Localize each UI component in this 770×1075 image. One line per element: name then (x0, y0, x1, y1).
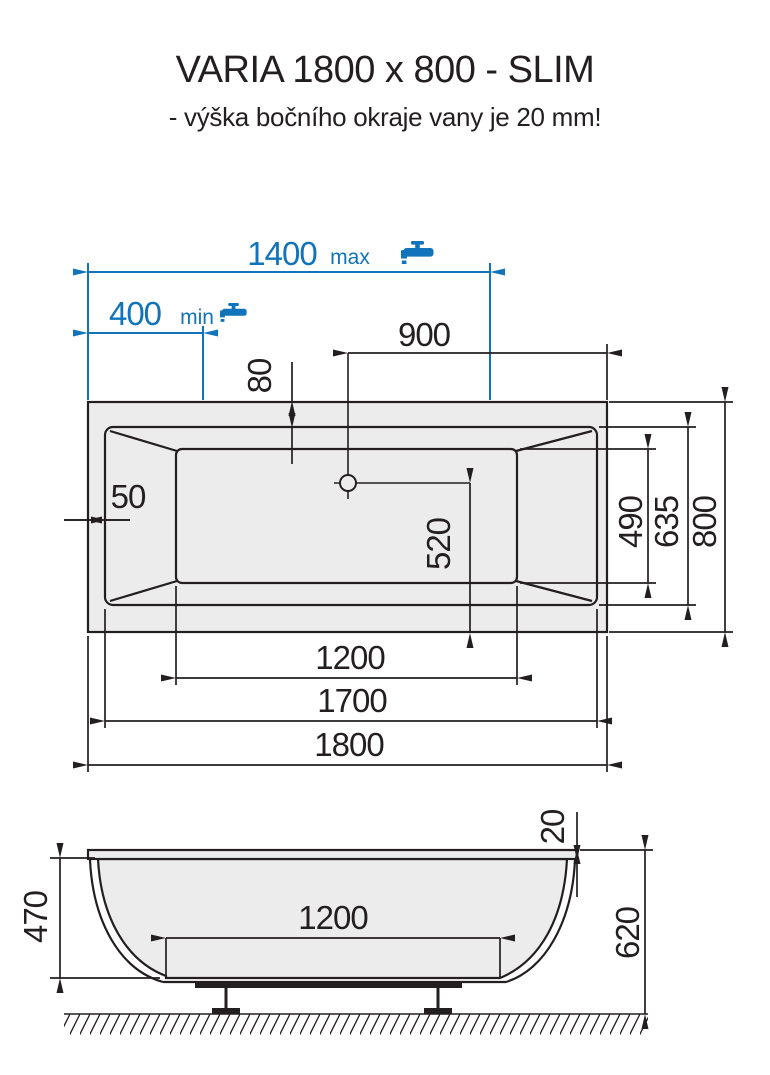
dim-rim-side-width-label: 50 (111, 478, 146, 515)
ground-hatching (64, 1014, 648, 1037)
dim-rim-edge-height: 20 (534, 809, 581, 897)
dim-inner-depth-label: 470 (17, 890, 54, 943)
dim-overall-height-label: 620 (609, 906, 646, 959)
dim-inner-width-label: 635 (648, 496, 685, 548)
dim-rim-edge-height-label: 20 (534, 809, 571, 844)
faucet-icon-max (401, 241, 434, 264)
dim-drain-from-bottom: 520 (420, 468, 474, 648)
tub-outer-wall-left (88, 859, 164, 984)
corner-slope-br (515, 579, 593, 603)
dim-rim-end-width: 80 (241, 358, 296, 464)
dim-faucet-min-value: 400 (109, 295, 162, 332)
dim-faucet-max-value: 1400 (247, 235, 317, 272)
foot-left (212, 1008, 240, 1014)
corner-slope-tr (515, 429, 593, 453)
foot-right (424, 1008, 452, 1014)
tub-bowl-section (96, 857, 569, 980)
dim-inner-length-label: 1700 (317, 682, 387, 719)
faucet-icon-min (220, 303, 247, 322)
dim-side-floor-length-label: 1200 (298, 899, 368, 936)
dim-faucet-min: 400 min (73, 295, 247, 400)
dim-overall-height: 620 (580, 835, 653, 1029)
dim-rim-end-width-label: 80 (241, 358, 278, 393)
support-board (195, 982, 462, 988)
dim-overall-length-label: 1800 (314, 726, 384, 763)
dim-faucet-max-qualifier: max (330, 246, 370, 269)
dim-drain-from-right: 900 (333, 316, 622, 400)
dim-drain-from-bottom-label: 520 (420, 517, 457, 570)
side-view: 470 20 620 1200 (17, 809, 653, 1037)
dim-inner-depth: 470 (17, 843, 160, 993)
dim-overall-width: 800 (609, 387, 733, 647)
page-subtitle: - výška bočního okraje vany je 20 mm! (169, 102, 602, 132)
dim-inner-length: 1700 (90, 609, 612, 728)
dim-inner-width: 635 (599, 412, 696, 620)
tub-basin-floor (174, 447, 519, 585)
page-title: VARIA 1800 x 800 - SLIM (176, 49, 595, 91)
corner-slope-bl (109, 579, 178, 603)
dim-overall-length: 1800 (73, 636, 622, 772)
tub-rim-section (86, 848, 579, 861)
corner-slope-tl (109, 429, 178, 453)
dim-side-floor-length: 1200 (151, 899, 515, 977)
top-view: 1400 max 400 min (64, 235, 733, 772)
dim-drain-from-right-label: 900 (398, 316, 451, 353)
dim-rim-side-width: 50 (64, 478, 147, 524)
dim-overall-width-label: 800 (686, 495, 723, 548)
drain-symbol (339, 474, 357, 492)
dim-floor-width-label: 490 (612, 495, 649, 548)
dim-floor-width: 490 (520, 434, 656, 598)
dim-floor-length-label: 1200 (315, 639, 385, 676)
dim-floor-length: 1200 (161, 586, 532, 685)
tub-outer-wall-right (505, 859, 577, 984)
dim-faucet-min-qualifier: min (180, 306, 214, 329)
